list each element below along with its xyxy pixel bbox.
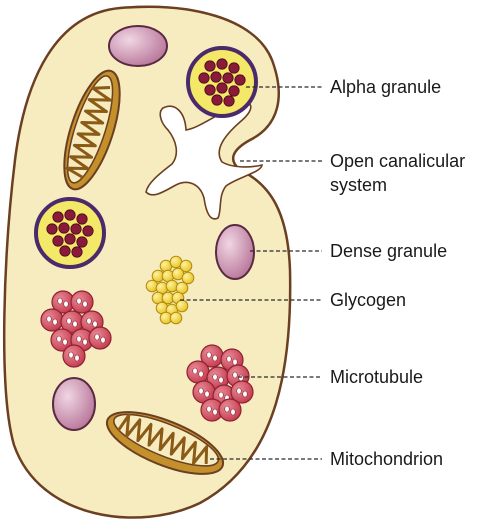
alpha-granule-dot bbox=[228, 62, 240, 74]
microtubule-lumen bbox=[236, 387, 242, 395]
glycogen-bead bbox=[169, 311, 183, 325]
microtubule-lumen bbox=[74, 354, 80, 362]
microtubule-lumen bbox=[212, 408, 218, 416]
alpha-granule-dot bbox=[228, 85, 240, 97]
alpha-granule-dot bbox=[216, 82, 228, 94]
microtubule-lumen bbox=[94, 333, 100, 341]
microtubule-lumen bbox=[46, 315, 52, 323]
label-microtubule: Microtubule bbox=[330, 367, 423, 387]
alpha-granule-dot bbox=[59, 245, 71, 257]
alpha-granule-dot bbox=[76, 236, 88, 248]
microtubule-lumen bbox=[86, 317, 92, 325]
microtubule-lumen bbox=[192, 367, 198, 375]
microtubule-lumen bbox=[226, 355, 232, 363]
label-alpha-granule: Alpha granule bbox=[330, 77, 441, 97]
microtubule-lumen bbox=[68, 351, 74, 359]
microtubule-lumen bbox=[76, 335, 82, 343]
label-dense-granule: Dense granule bbox=[330, 241, 447, 261]
alpha-granule-dot bbox=[234, 74, 246, 86]
glycogen-bead bbox=[179, 259, 193, 273]
microtubule-lumen bbox=[198, 387, 204, 395]
alpha-granule-left bbox=[34, 197, 106, 269]
microtubule-cross-section bbox=[186, 360, 210, 384]
alpha-granule-dot bbox=[70, 223, 82, 235]
microtubule-cross-section bbox=[218, 398, 242, 422]
alpha-granule-dot bbox=[64, 209, 76, 221]
microtubule-lumen bbox=[212, 373, 218, 381]
microtubule-cross-section bbox=[70, 290, 94, 314]
alpha-granule-dot bbox=[204, 84, 216, 96]
microtubule-cross-section bbox=[40, 308, 64, 332]
dense-granule-bottom bbox=[52, 377, 96, 431]
alpha-granule-dot bbox=[52, 235, 64, 247]
alpha-granule-top bbox=[186, 46, 258, 118]
microtubule-lumen bbox=[63, 300, 69, 308]
microtubule-lumen bbox=[57, 297, 63, 305]
microtubule-lumen bbox=[218, 376, 224, 384]
microtubule-lumen bbox=[206, 405, 212, 413]
label-glycogen: Glycogen bbox=[330, 290, 406, 310]
alpha-granule-dot bbox=[222, 72, 234, 84]
alpha-granule-dot bbox=[198, 72, 210, 84]
mitochondrion-top bbox=[63, 69, 121, 191]
alpha-granule-dot bbox=[58, 222, 70, 234]
microtubule-lumen bbox=[218, 391, 224, 399]
microtubule-lumen bbox=[62, 338, 68, 346]
microtubule-lumen bbox=[76, 297, 82, 305]
alpha-granule-dot bbox=[52, 211, 64, 223]
microtubule-lumen bbox=[212, 354, 218, 362]
microtubule-lumen bbox=[232, 371, 238, 379]
microtubule-cross-section bbox=[230, 380, 254, 404]
microtubule-lumen bbox=[52, 318, 58, 326]
alpha-granule-dot bbox=[216, 58, 228, 70]
microtubule-cluster-right bbox=[186, 344, 254, 422]
microtubule-lumen bbox=[72, 320, 78, 328]
microtubule-cluster-left bbox=[40, 290, 112, 368]
label-open-canalicular-line2: system bbox=[330, 175, 387, 195]
alpha-granule-dot bbox=[210, 71, 222, 83]
alpha-granule-dot bbox=[71, 246, 83, 258]
microtubule-lumen bbox=[206, 351, 212, 359]
alpha-granule-dot bbox=[223, 95, 235, 107]
microtubule-lumen bbox=[224, 405, 230, 413]
microtubule-lumen bbox=[100, 336, 106, 344]
microtubule-lumen bbox=[82, 338, 88, 346]
alpha-granule-dot bbox=[204, 60, 216, 72]
alpha-granule-dot bbox=[82, 225, 94, 237]
alpha-granule-dot bbox=[76, 213, 88, 225]
mitochondrion-bottom bbox=[105, 411, 225, 475]
label-open-canalicular-line1: Open canalicular bbox=[330, 151, 465, 171]
alpha-granule-dot bbox=[211, 94, 223, 106]
microtubule-lumen bbox=[198, 370, 204, 378]
microtubule-lumen bbox=[56, 335, 62, 343]
microtubule-lumen bbox=[204, 390, 210, 398]
glycogen-bead bbox=[181, 271, 195, 285]
microtubule-cross-section bbox=[62, 344, 86, 368]
microtubule-lumen bbox=[66, 317, 72, 325]
glycogen-bead bbox=[175, 299, 189, 313]
microtubule-lumen bbox=[230, 408, 236, 416]
dense-granule-top bbox=[108, 25, 168, 67]
label-mitochondrion: Mitochondrion bbox=[330, 449, 443, 469]
dense-granule-right bbox=[215, 224, 255, 280]
microtubule-lumen bbox=[92, 320, 98, 328]
glycogen-cluster bbox=[145, 255, 195, 325]
microtubule-lumen bbox=[82, 300, 88, 308]
microtubule-lumen bbox=[238, 374, 244, 382]
microtubule-cross-section bbox=[88, 326, 112, 350]
microtubule-lumen bbox=[242, 390, 248, 398]
alpha-granule-dot bbox=[64, 233, 76, 245]
alpha-granule-dot bbox=[46, 223, 58, 235]
microtubule-lumen bbox=[232, 358, 238, 366]
